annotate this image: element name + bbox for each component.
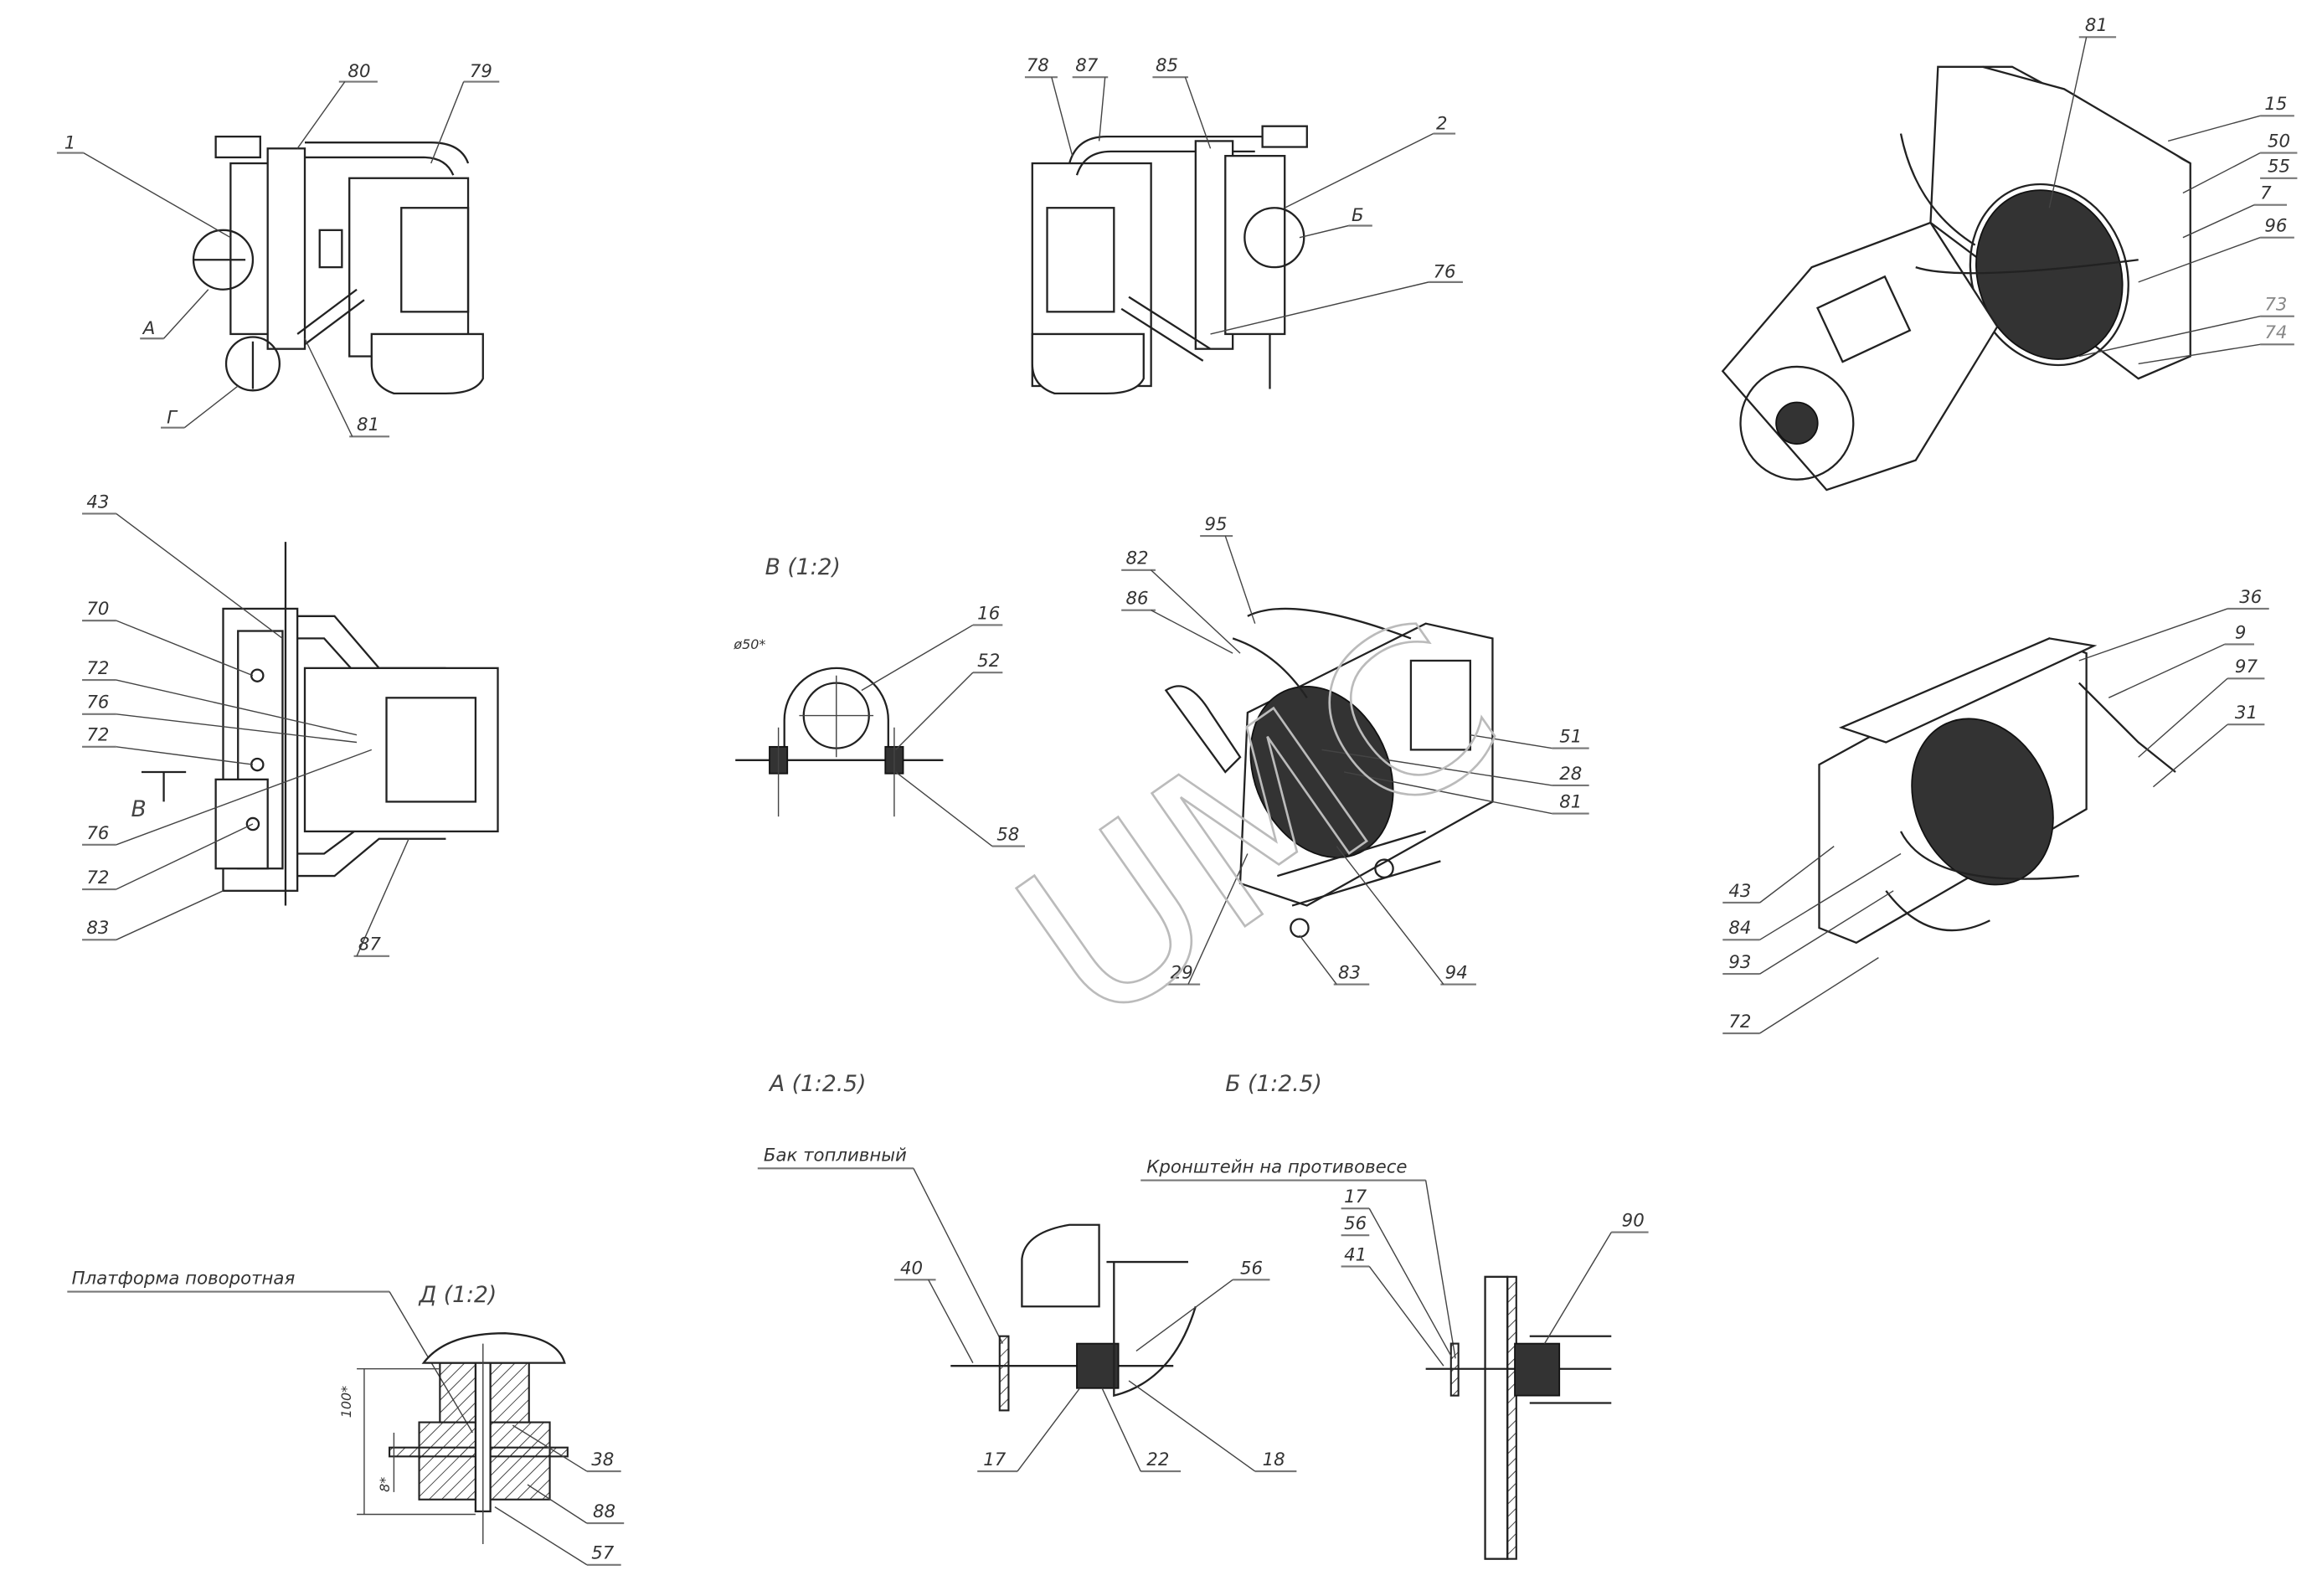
callout-95: 95 bbox=[1204, 514, 1227, 535]
callout-93: 93 bbox=[1728, 952, 1751, 973]
detail-A-title: А (1:2.5) bbox=[768, 1071, 867, 1097]
callout-52: 52 bbox=[977, 651, 1000, 672]
callout-76: 76 bbox=[86, 692, 109, 713]
callout-88: 88 bbox=[593, 1501, 615, 1522]
callout-97: 97 bbox=[2235, 656, 2258, 677]
callout-22: 22 bbox=[1146, 1449, 1169, 1470]
detail-V: В (1:2) ø50* 16 52 58 bbox=[733, 554, 1025, 847]
callout-2: 2 bbox=[1436, 113, 1448, 134]
callout-view-G: Г bbox=[167, 407, 178, 428]
callout-31: 31 bbox=[2235, 703, 2258, 723]
callout-15: 15 bbox=[2264, 94, 2287, 115]
isometric-engine-view bbox=[1721, 65, 2191, 492]
callout-43: 43 bbox=[1728, 881, 1751, 902]
callout-70: 70 bbox=[86, 599, 109, 620]
callout-56: 56 bbox=[1240, 1258, 1263, 1279]
callout-90: 90 bbox=[1622, 1211, 1645, 1232]
note-counterweight-bracket: Кронштейн на противовесе bbox=[1146, 1157, 1407, 1178]
side-view-left bbox=[192, 135, 484, 395]
callout-16: 16 bbox=[977, 603, 1000, 624]
callout-82: 82 bbox=[1125, 548, 1148, 569]
dimension-diameter: ø50* bbox=[733, 636, 765, 652]
callout-76: 76 bbox=[1434, 262, 1456, 283]
callout-40: 40 bbox=[900, 1258, 923, 1279]
front-view bbox=[141, 542, 499, 906]
callout-28: 28 bbox=[1559, 764, 1582, 785]
front-view-callouts: 43 70 72 76 72 В 76 72 83 87 bbox=[82, 492, 409, 957]
callout-72: 72 bbox=[1728, 1012, 1751, 1032]
callout-50: 50 bbox=[2268, 131, 2290, 152]
callout-41: 41 bbox=[1344, 1244, 1367, 1265]
callout-18: 18 bbox=[1263, 1449, 1285, 1470]
callout-85: 85 bbox=[1156, 55, 1178, 76]
dimension-height: 100* bbox=[338, 1386, 354, 1418]
callout-view-B: Б bbox=[1352, 205, 1364, 226]
callout-72: 72 bbox=[86, 658, 109, 679]
callout-81: 81 bbox=[1559, 792, 1582, 813]
callout-73: 73 bbox=[2264, 295, 2287, 316]
detail-D-title: Д (1:2) bbox=[419, 1282, 497, 1308]
callout-57: 57 bbox=[591, 1543, 615, 1564]
callout-72: 72 bbox=[86, 868, 109, 888]
callout-81: 81 bbox=[357, 414, 379, 435]
detail-B-title: Б (1:2.5) bbox=[1225, 1071, 1322, 1097]
side-view-right-callouts: 78 87 85 2 Б 76 bbox=[1024, 55, 1463, 335]
detail-B: Б (1:2.5) Кронштейн на противовесе 17 56… bbox=[1140, 1071, 1649, 1560]
callout-38: 38 bbox=[591, 1449, 614, 1470]
radiator-view bbox=[1164, 607, 1494, 938]
radiator-view-callouts: 95 82 86 51 28 81 29 83 94 bbox=[1121, 514, 1589, 986]
callout-81: 81 bbox=[2085, 15, 2108, 36]
callout-84: 84 bbox=[1728, 918, 1751, 939]
isometric-radiator-callouts: 36 9 97 31 43 84 93 72 bbox=[1722, 587, 2269, 1035]
callout-86: 86 bbox=[1125, 589, 1148, 610]
isometric-engine-callouts: 81 15 50 55 7 96 73 74 bbox=[2048, 15, 2298, 365]
callout-74: 74 bbox=[2264, 322, 2287, 343]
callout-78: 78 bbox=[1027, 55, 1049, 76]
detail-V-title: В (1:2) bbox=[765, 554, 841, 580]
callout-17: 17 bbox=[983, 1449, 1007, 1470]
callout-72: 72 bbox=[86, 725, 109, 746]
callout-94: 94 bbox=[1445, 962, 1468, 983]
callout-7: 7 bbox=[2260, 183, 2272, 204]
isometric-radiator-view bbox=[1818, 637, 2176, 945]
detail-D: Д (1:2) Платформа поворотная 100* 8* 38 … bbox=[67, 1269, 625, 1566]
note-turntable-platform: Платформа поворотная bbox=[72, 1269, 296, 1290]
callout-29: 29 bbox=[1171, 962, 1193, 983]
callout-76: 76 bbox=[86, 823, 109, 844]
section-mark-V: В bbox=[131, 796, 147, 822]
callout-56: 56 bbox=[1344, 1213, 1367, 1234]
side-view-right bbox=[1031, 125, 1308, 395]
callout-43: 43 bbox=[86, 492, 109, 512]
callout-80: 80 bbox=[348, 61, 370, 82]
detail-A: А (1:2.5) Бак топливный 40 56 17 22 18 bbox=[757, 1071, 1297, 1473]
callout-83: 83 bbox=[1338, 962, 1361, 983]
callout-96: 96 bbox=[2264, 216, 2287, 237]
callout-58: 58 bbox=[996, 825, 1019, 846]
dimension-thickness: 8* bbox=[377, 1477, 393, 1492]
callout-17: 17 bbox=[1344, 1187, 1367, 1207]
callout-87: 87 bbox=[358, 934, 382, 955]
callout-83: 83 bbox=[86, 918, 109, 939]
side-view-left-callouts: 1 80 79 А Г 81 bbox=[56, 61, 500, 438]
callout-9: 9 bbox=[2235, 622, 2247, 643]
callout-36: 36 bbox=[2239, 587, 2262, 608]
callout-view-A: А bbox=[142, 318, 156, 339]
callout-87: 87 bbox=[1075, 55, 1099, 76]
note-fuel-tank: Бак топливный bbox=[764, 1146, 907, 1166]
callout-1: 1 bbox=[64, 132, 76, 153]
callout-55: 55 bbox=[2268, 157, 2290, 178]
callout-51: 51 bbox=[1559, 727, 1582, 748]
callout-79: 79 bbox=[470, 61, 492, 82]
